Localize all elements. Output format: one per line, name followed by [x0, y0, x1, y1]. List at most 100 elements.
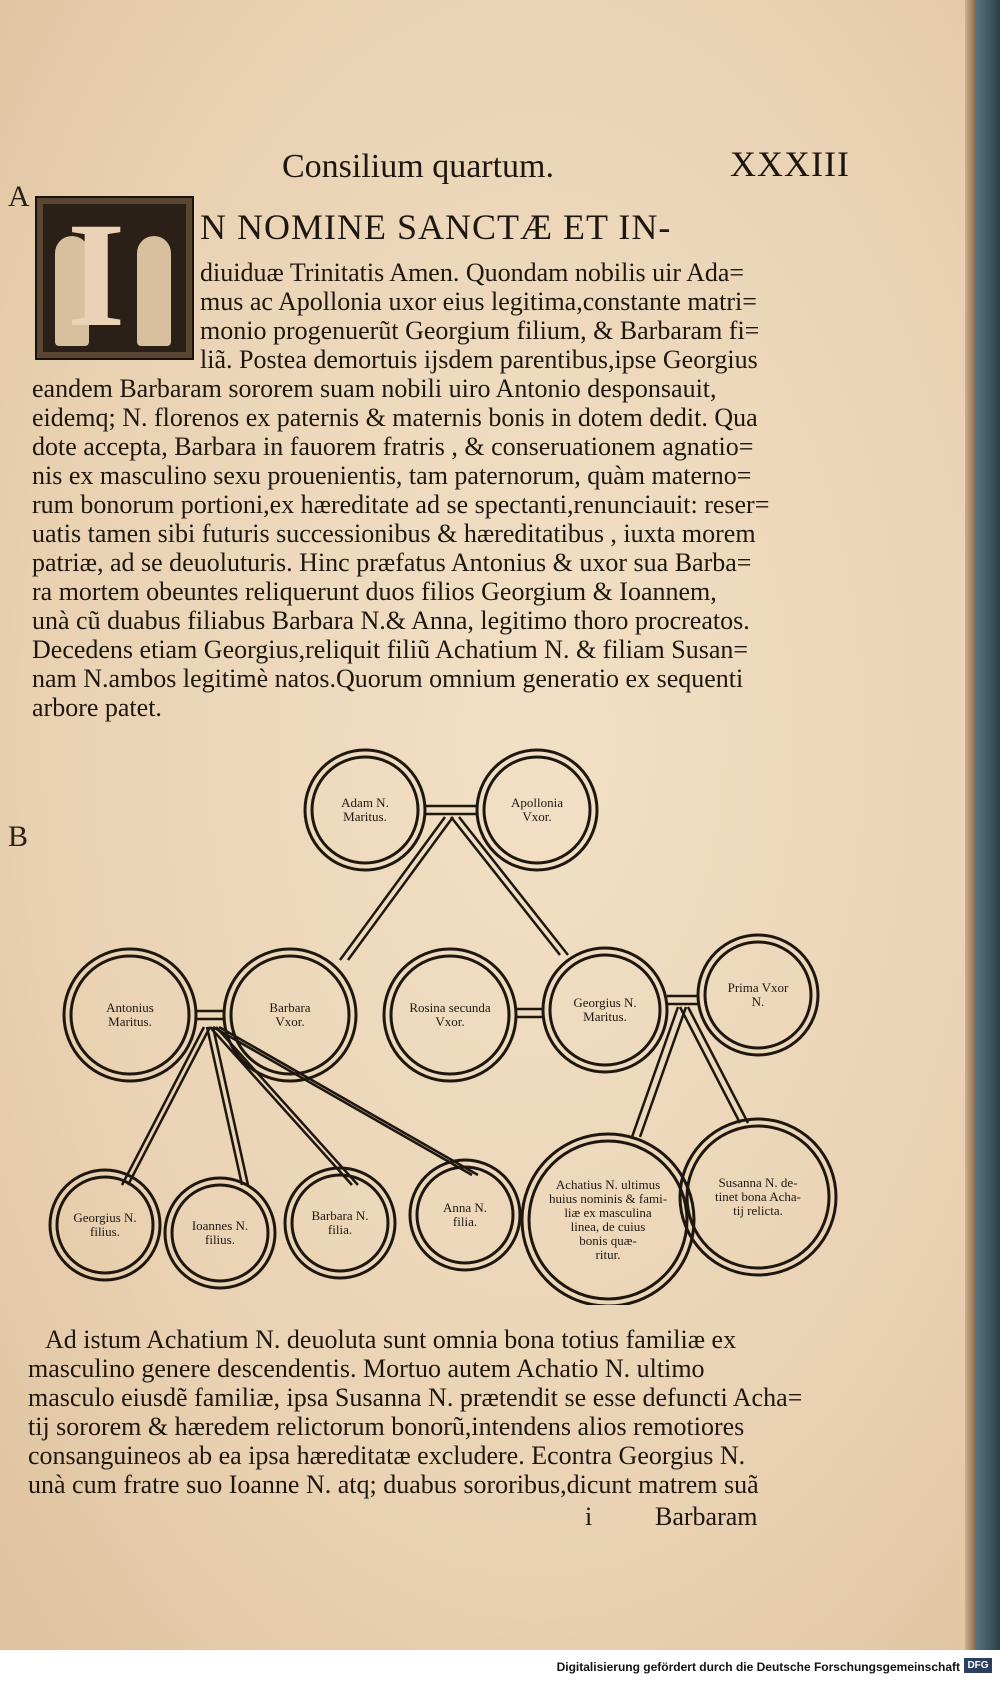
node-label: filia.	[328, 1222, 352, 1237]
text-line: unà cum fratre suo Ioanne N. atq; duabus…	[28, 1470, 759, 1499]
tree-connector	[346, 816, 455, 961]
catchword: Barbaram	[655, 1502, 758, 1531]
text-line: Decedens etiam Georgius,reliquit filiũ A…	[32, 635, 749, 664]
text-line: nis ex masculino sexu prouenientis, tam …	[32, 461, 752, 490]
node-label: Barbara N.	[311, 1208, 368, 1223]
tree-connector	[458, 816, 569, 956]
tree-connector	[211, 1026, 250, 1186]
text-line: ra mortem obeuntes reliquerunt duos fili…	[32, 577, 717, 606]
node-ring	[685, 1124, 831, 1270]
initial-letter: I	[67, 192, 126, 358]
decorated-initial: I	[35, 196, 194, 360]
node-ring	[678, 1117, 838, 1277]
node-ring	[310, 755, 420, 865]
node-ring	[415, 1165, 515, 1265]
tree-node-ioannes: Ioannes N.filius.	[163, 1176, 277, 1290]
node-label: N.	[752, 994, 765, 1009]
node-ring	[222, 947, 358, 1083]
tree-connectors	[120, 804, 750, 1186]
node-ring	[290, 1173, 390, 1273]
margin-mark-a: A	[8, 180, 30, 213]
text-line: masculo eiusdẽ familiæ, ipsa Susanna N. …	[28, 1383, 803, 1412]
node-ring	[163, 1176, 277, 1290]
text-line: masculino genere descendentis. Mortuo au…	[28, 1354, 705, 1383]
tree-connector	[215, 1026, 359, 1186]
node-ring	[62, 947, 198, 1083]
node-ring	[303, 748, 427, 872]
tree-node-anna: Anna N.filia.	[408, 1158, 522, 1272]
node-label: Apollonia	[511, 795, 563, 810]
node-label: Anna N.	[443, 1200, 487, 1215]
text-line: unà cũ duabus filiabus Barbara N.& Anna,…	[32, 606, 750, 635]
node-label: Barbara	[269, 1000, 310, 1015]
node-label: Georgius N.	[73, 1210, 136, 1225]
signature-mark: i	[585, 1502, 593, 1531]
dfg-logo: DFG	[964, 1658, 992, 1673]
node-ring	[408, 1158, 522, 1272]
text-line: monio progenuerũt Georgium filium, & Bar…	[200, 316, 760, 345]
tree-connector	[338, 816, 447, 961]
node-label: Maritus.	[108, 1014, 152, 1029]
tree-connector	[630, 1006, 680, 1138]
running-title: Consilium quartum.	[282, 148, 554, 185]
text-line: dote accepta, Barbara in fauorem fratris…	[32, 432, 754, 461]
margin-mark-b: B	[8, 820, 29, 853]
node-label: bonis quæ-	[579, 1233, 636, 1248]
node-label: Achatius N. ultimus	[556, 1177, 660, 1192]
tree-connector	[218, 1025, 479, 1177]
node-ring	[389, 954, 511, 1076]
node-label: linea, de cuius	[571, 1219, 646, 1234]
text-line: tij sororem & hæredem relictorum bonorũ,…	[28, 1412, 745, 1441]
node-ring	[55, 1175, 155, 1275]
text-line: uatis tamen sibi futuris successionibus …	[32, 519, 756, 548]
node-label: liæ ex masculina	[564, 1205, 652, 1220]
initial-figure-right	[137, 236, 171, 346]
node-label: Antonius	[106, 1000, 154, 1015]
node-ring	[283, 1166, 397, 1280]
genealogy-tree: Adam N.Maritus.ApolloniaVxor.AntoniusMar…	[48, 748, 838, 1305]
node-label: filius.	[205, 1232, 235, 1247]
initial-figure-left	[55, 236, 89, 346]
tree-node-susanna: Susanna N. de-tinet bona Acha-tij relict…	[678, 1117, 838, 1277]
node-label: Prima Vxor	[728, 980, 789, 995]
tree-node-georgius-filius: Georgius N.filius.	[48, 1168, 162, 1282]
folio-number: XXXIII	[730, 144, 850, 184]
book-cover-edge	[975, 0, 1000, 1650]
node-ring	[548, 953, 662, 1067]
node-label: Georgius N.	[573, 995, 636, 1010]
node-label: Vxor.	[522, 809, 551, 824]
text-line: arbore patet.	[32, 693, 162, 722]
text-line: N NOMINE SANCTÆ ET IN-	[200, 207, 672, 247]
node-ring	[520, 1132, 696, 1305]
node-label: tinet bona Acha-	[715, 1189, 801, 1204]
node-label: Adam N.	[341, 795, 389, 810]
tree-connector	[678, 1006, 742, 1124]
text-line: nam N.ambos legitimè natos.Quorum omnium…	[32, 664, 744, 693]
node-ring	[703, 940, 813, 1050]
node-ring	[527, 1139, 689, 1301]
node-ring	[482, 755, 592, 865]
tree-connector	[638, 1006, 688, 1138]
digitization-credit: Digitalisierung gefördert durch die Deut…	[556, 1660, 960, 1674]
tree-nodes: Adam N.Maritus.ApolloniaVxor.AntoniusMar…	[48, 748, 838, 1305]
node-label: Ioannes N.	[192, 1218, 248, 1233]
text-line: consanguineos ab ea ipsa hæreditatæ excl…	[28, 1441, 746, 1470]
text-line: patriæ, ad se deuoluturis. Hinc præfatus…	[32, 548, 752, 577]
node-ring	[48, 1168, 162, 1282]
node-ring	[541, 946, 669, 1074]
tree-node-adam: Adam N.Maritus.	[303, 748, 427, 872]
tree-connector	[120, 1026, 206, 1186]
tree-connector	[450, 816, 561, 956]
node-label: Vxor.	[275, 1014, 304, 1029]
node-label: Maritus.	[343, 809, 387, 824]
node-label: Susanna N. de-	[718, 1175, 797, 1190]
text-line: eidemq; N. florenos ex paternis & matern…	[32, 403, 758, 432]
tree-connector	[209, 1026, 353, 1186]
node-label: Rosina secunda	[409, 1000, 490, 1015]
node-label: filius.	[90, 1224, 120, 1239]
